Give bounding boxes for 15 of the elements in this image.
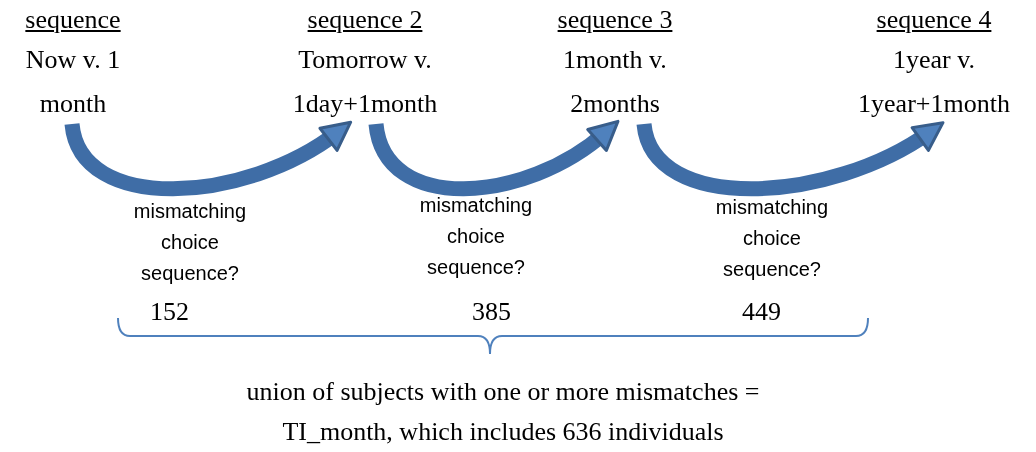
count-label: 449 <box>742 297 781 327</box>
sequence-heading: sequence 3 <box>557 4 673 36</box>
summary-note: union of subjects with one or more mismatches = TI_month, which includes 636 individuals <box>245 376 761 448</box>
sequence-heading: sequence <box>25 4 121 36</box>
edge-label: mismatching choice sequence? <box>714 195 830 282</box>
edge-label: mismatching choice sequence? <box>418 193 534 280</box>
sequence-description: 1year v. 1year+1month <box>857 44 1011 120</box>
sequence-heading: sequence 2 <box>307 4 423 36</box>
sequence-description: 1month v. 2months <box>562 44 668 120</box>
sequence-description: Tomorrow v. 1day+1month <box>291 44 439 120</box>
sequence-description: Now v. 1 month <box>24 44 122 120</box>
count-label: 152 <box>150 297 189 327</box>
sequence-heading: sequence 4 <box>876 4 992 36</box>
edge-label: mismatching choice sequence? <box>132 199 248 286</box>
count-label: 385 <box>472 297 511 327</box>
